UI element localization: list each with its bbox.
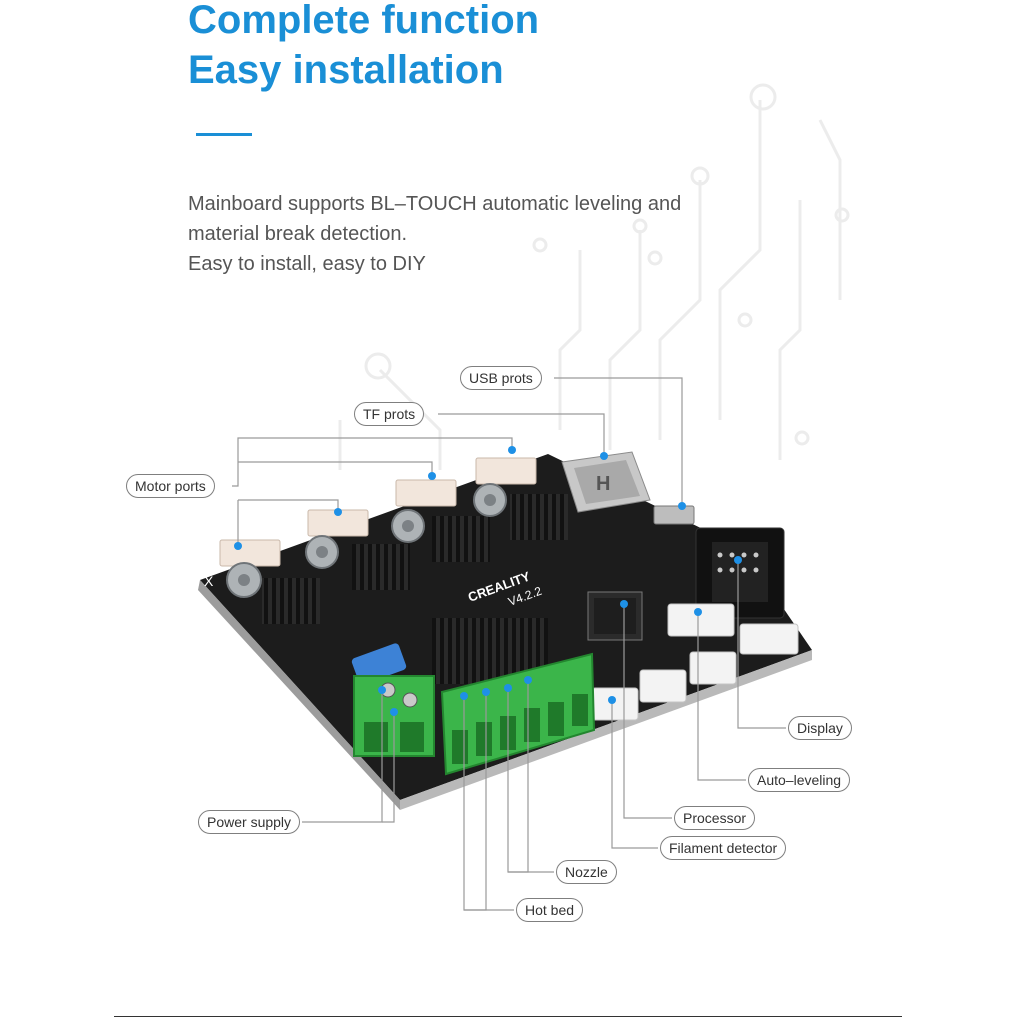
- driver-heatsink: [262, 578, 320, 624]
- motor-connector: [219, 539, 281, 567]
- board-axis-label: X: [204, 573, 214, 589]
- callout-display: Display: [788, 716, 852, 740]
- blue-fuse: [351, 643, 407, 685]
- front-connector: [689, 651, 737, 685]
- callout-auto-leveling: Auto–leveling: [748, 768, 851, 792]
- front-connector: [639, 669, 687, 703]
- mainboard: H: [198, 451, 812, 810]
- driver-heatsink: [510, 494, 568, 540]
- usb-port: [653, 505, 695, 525]
- bottom-rule: [114, 1016, 902, 1017]
- description-line-1: Mainboard supports BL–TOUCH automatic le…: [188, 193, 682, 215]
- headline-line-1: Complete function: [188, 0, 540, 42]
- callout-hot-bed: Hot bed: [516, 898, 584, 922]
- board-edge-front: [400, 650, 812, 810]
- callout-processor: Processor: [674, 806, 756, 830]
- driver-heatsink: [352, 544, 410, 590]
- callout-nozzle: Nozzle: [556, 860, 617, 884]
- auto-leveling-connector: [667, 603, 735, 637]
- callout-tf-prots: TF prots: [354, 402, 425, 426]
- circuit-traces-background: [338, 83, 850, 470]
- tf-card-slot: H: [561, 451, 651, 513]
- callout-power-supply: Power supply: [198, 810, 301, 834]
- callout-filament-detector: Filament detector: [660, 836, 787, 860]
- display-header: [695, 527, 785, 619]
- heater-terminal: [440, 652, 596, 776]
- board-edge: [198, 580, 400, 810]
- processor-chip: [587, 591, 643, 641]
- svg-text:H: H: [596, 473, 610, 495]
- motor-connector: [395, 479, 457, 507]
- driver-heatsink: [432, 516, 490, 562]
- headline-line-2: Easy installation: [188, 48, 504, 92]
- capacitors: [226, 483, 507, 598]
- right-connector: [739, 623, 799, 655]
- front-connector: [591, 687, 639, 721]
- motor-connector: [475, 457, 537, 485]
- accent-bar: [196, 133, 252, 136]
- callout-dots: [234, 446, 742, 716]
- leader-lines: [232, 377, 786, 911]
- callout-usb-prots: USB prots: [460, 366, 542, 390]
- description-line-3: Easy to install, easy to DIY: [188, 253, 426, 275]
- callout-motor-ports: Motor ports: [126, 474, 215, 498]
- description-line-2: material break detection.: [188, 223, 408, 245]
